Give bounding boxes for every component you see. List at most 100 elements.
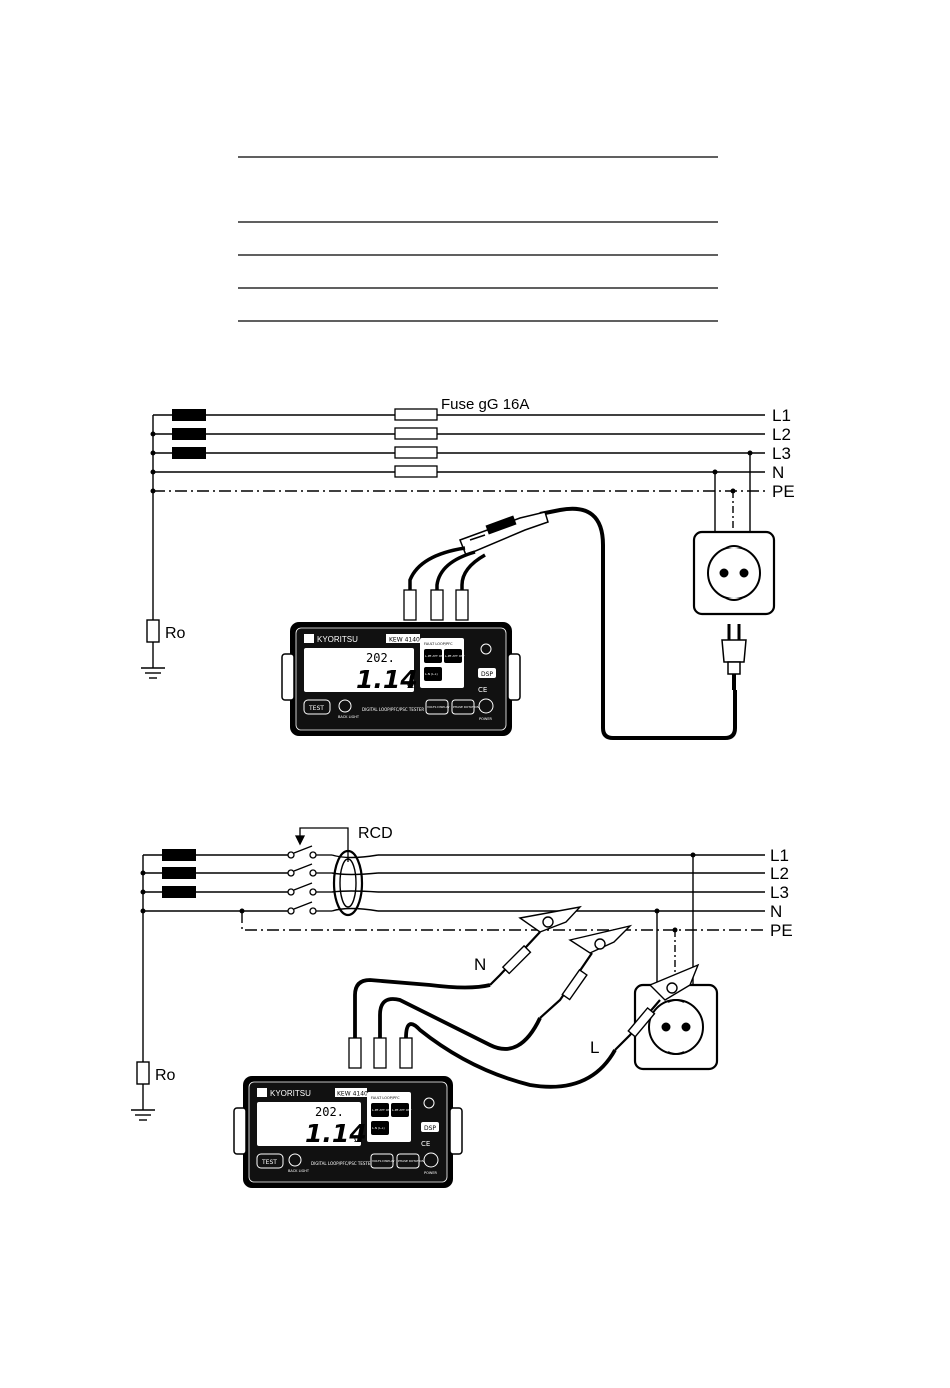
top-earth-resistor bbox=[141, 619, 165, 679]
bottom-lead-plugs bbox=[348, 1037, 413, 1069]
tester-btn-lpe-off[interactable] bbox=[444, 649, 462, 663]
top-cable bbox=[539, 506, 737, 740]
tester-backlight-icon[interactable] bbox=[338, 699, 352, 713]
bottom-line-label-l1: L1 bbox=[770, 846, 789, 865]
top-junction-dots bbox=[150, 431, 753, 494]
tester-bottom-unit: Ω bbox=[354, 1135, 361, 1145]
tester-backlight-label: BACK LIGHT bbox=[338, 715, 360, 719]
tester-bottom-btn-disp[interactable] bbox=[421, 1122, 439, 1132]
clip-pe bbox=[539, 924, 633, 1019]
tester-unit: Ω bbox=[407, 681, 414, 691]
top-fuses bbox=[394, 408, 438, 478]
tester-btn-test[interactable] bbox=[303, 699, 331, 715]
bottom-test-leads bbox=[353, 978, 617, 1089]
tester-bottom-btn-volts-label: VOLTS DISPLAY bbox=[372, 1159, 395, 1163]
fuse-label: Fuse gG 16A bbox=[441, 396, 529, 413]
tester-reading-small: 202. bbox=[366, 651, 395, 665]
tester-fault-loop-label: FAULT LOOP/PFC bbox=[424, 642, 453, 646]
tester-bottom-ce-mark: CE bbox=[421, 1140, 430, 1148]
tester-bottom-brand: KYORITSU bbox=[270, 1089, 311, 1098]
tester-btn-volts-label: VOLTS DISPLAY bbox=[427, 705, 450, 709]
tester-bottom-model: KEW 4140 bbox=[337, 1091, 368, 1098]
rcd-toroid bbox=[331, 849, 379, 917]
tester-bottom-btn-lpe-off-label: L-PE ATT OFF bbox=[392, 1108, 412, 1112]
line-label-l2: L2 bbox=[772, 425, 791, 444]
tester-bottom-backlight-label: BACK LIGHT bbox=[288, 1169, 310, 1173]
tester-btn-test-label: TEST bbox=[308, 705, 324, 712]
tester-btn-phase[interactable] bbox=[451, 699, 475, 715]
line-label-pe: PE bbox=[772, 482, 795, 501]
tester-bottom-reading-small: 202. bbox=[315, 1105, 344, 1119]
tester-btn-disp[interactable] bbox=[478, 668, 496, 678]
tester-bottom-warning-icon bbox=[423, 1097, 435, 1109]
tester-bottom-btn-ln[interactable] bbox=[371, 1121, 389, 1135]
tester-bottom-fault-loop-label: FAULT LOOP/PFC bbox=[371, 1096, 400, 1100]
tester-brand: KYORITSU bbox=[317, 635, 358, 644]
tester-bottom-btn-power-label: POWER bbox=[424, 1171, 438, 1175]
bottom-earth-resistor-label: Ro bbox=[155, 1067, 176, 1084]
tester-bottom-btn-lpe-on[interactable] bbox=[371, 1103, 389, 1117]
tester-btn-disp-label: DSP bbox=[481, 671, 493, 678]
tester-bottom-btn-lpe-on-label: L-PE ATT ON bbox=[372, 1108, 390, 1112]
bottom-line-label-l2: L2 bbox=[770, 864, 789, 883]
top-source-impedances bbox=[172, 409, 206, 459]
tester-ce-mark: CE bbox=[478, 686, 487, 694]
diagram-top: Fuse gG 16A L1 L2 L3 N PE Ro bbox=[141, 396, 795, 740]
bottom-line-label-n: N bbox=[770, 902, 782, 921]
top-busbars bbox=[152, 414, 765, 620]
tester-bottom-btn-ln-label: L-N (L-L) bbox=[372, 1126, 385, 1130]
tester-bottom-btn-disp-label: DSP bbox=[424, 1125, 436, 1132]
bottom-line-label-l3: L3 bbox=[770, 883, 789, 902]
tester-reading-large: 1.14 bbox=[356, 665, 418, 694]
tester-bottom-btn-volts[interactable] bbox=[370, 1153, 394, 1169]
top-probe-pod bbox=[459, 511, 549, 556]
bottom-earth-resistor bbox=[131, 1061, 155, 1121]
tester-bottom-btn-phase[interactable] bbox=[396, 1153, 420, 1169]
tester-bottom: KYORITSU KEW 4140 202. 1.14 Ω FAULT LOOP… bbox=[233, 1076, 463, 1188]
clip-l bbox=[614, 963, 700, 1051]
bottom-socket-wires bbox=[656, 855, 694, 985]
tester-btn-power-label: POWER bbox=[479, 717, 493, 721]
tester-bottom-btn-lpe-off[interactable] bbox=[391, 1103, 409, 1117]
tester-btn-ln[interactable] bbox=[424, 667, 442, 681]
tester-model: KEW 4140 bbox=[389, 637, 420, 644]
rcd-switch-contacts bbox=[287, 845, 332, 915]
rcd-label: RCD bbox=[358, 825, 393, 842]
tester-bottom-backlight-icon[interactable] bbox=[288, 1153, 302, 1167]
tester-power-icon[interactable] bbox=[478, 698, 494, 714]
tester-btn-lpe-off-label: L-PE ATT OFF bbox=[445, 654, 465, 658]
top-socket-wires bbox=[714, 453, 751, 532]
line-label-l3: L3 bbox=[772, 444, 791, 463]
tester-name: DIGITAL LOOP/PFC/PSC TESTER bbox=[362, 707, 424, 712]
tester-btn-ln-label: L-N (L-L) bbox=[425, 672, 438, 676]
earth-resistor-label: Ro bbox=[165, 625, 186, 642]
tester-btn-volts[interactable] bbox=[425, 699, 449, 715]
tester-btn-lpe-on[interactable] bbox=[424, 649, 442, 663]
tester-bottom-reading-large: 1.14 bbox=[305, 1119, 367, 1148]
tester-bottom-btn-phase-label: PHASE ROTATION bbox=[398, 1159, 424, 1163]
rcd-trip-arrow bbox=[294, 827, 349, 862]
tester-bottom-name: DIGITAL LOOP/PFC/PSC TESTER bbox=[311, 1161, 373, 1166]
bottom-line-labels: L1 L2 L3 N PE bbox=[770, 846, 793, 940]
bottom-socket bbox=[633, 983, 719, 1071]
tester-bottom-btn-test-label: TEST bbox=[261, 1159, 277, 1166]
line-label-n: N bbox=[772, 463, 784, 482]
tester-lcd bbox=[304, 648, 414, 692]
tester-bottom-power-icon[interactable] bbox=[423, 1152, 439, 1168]
top-plug bbox=[721, 624, 747, 690]
tester-bottom-btn-test[interactable] bbox=[256, 1153, 284, 1169]
clip-n bbox=[489, 905, 582, 986]
tester-top: KYORITSU KEW 4140 202. 1.14 Ω FAULT LOOP… bbox=[281, 622, 521, 736]
top-test-leads bbox=[408, 546, 486, 590]
top-line-labels: L1 L2 L3 N PE bbox=[772, 406, 795, 501]
top-lead-plugs bbox=[403, 589, 469, 621]
probe-n-label: N bbox=[474, 955, 486, 974]
line-label-l1: L1 bbox=[772, 406, 791, 425]
tester-warning-icon bbox=[480, 643, 492, 655]
tester-bottom-lcd bbox=[257, 1102, 361, 1146]
tester-btn-phase-label: PHASE ROTATION bbox=[453, 705, 479, 709]
bottom-source-impedances bbox=[162, 849, 196, 898]
bottom-line-label-pe: PE bbox=[770, 921, 793, 940]
